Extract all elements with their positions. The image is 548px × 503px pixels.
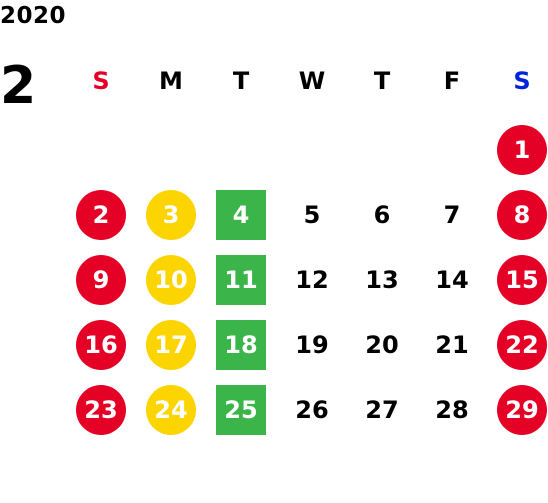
calendar-day[interactable]: 6 [373, 201, 391, 229]
calendar-day[interactable]: 16 [76, 320, 126, 370]
calendar-day[interactable]: 28 [435, 396, 469, 424]
calendar-day[interactable]: 21 [435, 331, 469, 359]
weekday-label-tue: T [232, 67, 250, 95]
calendar-day[interactable]: 3 [146, 190, 196, 240]
calendar-day[interactable]: 29 [497, 385, 547, 435]
calendar-day[interactable]: 9 [76, 255, 126, 305]
calendar-day[interactable]: 14 [435, 266, 469, 294]
calendar-day[interactable]: 11 [216, 255, 266, 305]
calendar-day[interactable]: 18 [216, 320, 266, 370]
weekday-label-fri: F [443, 67, 461, 95]
calendar-year: 2020 [0, 3, 67, 29]
calendar-day[interactable]: 20 [365, 331, 399, 359]
weekday-label-mon: M [159, 67, 183, 95]
calendar-day[interactable]: 10 [146, 255, 196, 305]
calendar-day[interactable]: 26 [295, 396, 329, 424]
calendar-month: 2 [0, 56, 37, 116]
calendar-day[interactable]: 19 [295, 331, 329, 359]
calendar-day[interactable]: 12 [295, 266, 329, 294]
calendar-day[interactable]: 8 [497, 190, 547, 240]
calendar-day[interactable]: 7 [443, 201, 461, 229]
calendar-day[interactable]: 27 [365, 396, 399, 424]
calendar-day[interactable]: 23 [76, 385, 126, 435]
weekday-label-sun: S [92, 67, 110, 95]
weekday-label-thu: T [373, 67, 391, 95]
calendar-day[interactable]: 25 [216, 385, 266, 435]
calendar-day[interactable]: 22 [497, 320, 547, 370]
weekday-label-sat: S [513, 67, 531, 95]
calendar-day[interactable]: 17 [146, 320, 196, 370]
calendar-day[interactable]: 13 [365, 266, 399, 294]
calendar-day[interactable]: 2 [76, 190, 126, 240]
calendar-day[interactable]: 5 [303, 201, 321, 229]
calendar-day[interactable]: 24 [146, 385, 196, 435]
calendar-day[interactable]: 15 [497, 255, 547, 305]
calendar-day[interactable]: 4 [216, 190, 266, 240]
weekday-label-wed: W [298, 67, 326, 95]
calendar-day[interactable]: 1 [497, 125, 547, 175]
